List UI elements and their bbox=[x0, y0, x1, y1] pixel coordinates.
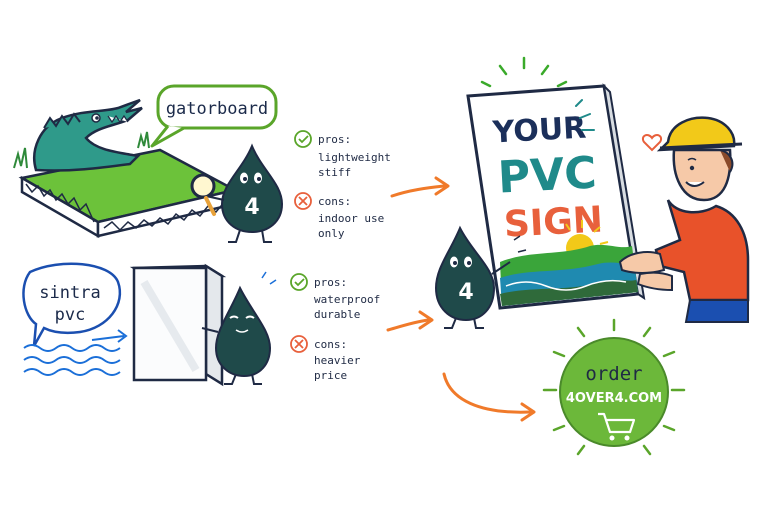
gatorboard-cons-heading: cons: bbox=[318, 195, 351, 208]
sintra-cons-item: heavier bbox=[314, 354, 361, 367]
mascot-with-magnifier: 4 bbox=[190, 143, 284, 243]
magnifier-icon bbox=[190, 173, 216, 199]
order-badge: order 4OVER4.COM bbox=[542, 318, 686, 456]
gatorboard-pros-item: stiff bbox=[318, 166, 351, 179]
sintra-pros-item: durable bbox=[314, 308, 360, 321]
sintra-pros-item: waterproof bbox=[314, 293, 380, 306]
sign-line1: YOUR bbox=[491, 111, 587, 151]
sintra-pros-cons: pros: waterproof durable cons: heavier p… bbox=[290, 273, 380, 382]
mascot-hugging-sheet bbox=[201, 271, 277, 385]
cross-icon bbox=[290, 335, 308, 353]
sintra-pros-heading: pros: bbox=[314, 276, 347, 289]
gatorboard-cons-item: indoor use bbox=[318, 212, 384, 225]
mascot-badge-3: 4 bbox=[458, 280, 473, 305]
pvc-sign-board: YOUR PVC SIGN bbox=[466, 56, 646, 310]
order-line1: order bbox=[585, 363, 642, 385]
arrow-to-sign-bottom bbox=[386, 310, 434, 332]
sintra-label-bubble: sintra pvc bbox=[22, 262, 122, 347]
gatorboard-pros-item: lightweight bbox=[318, 151, 391, 164]
arrow-to-sign-top bbox=[390, 176, 450, 198]
shopping-cart-icon bbox=[598, 412, 636, 441]
gatorboard-illustration bbox=[13, 98, 239, 239]
gatorboard-pros-cons: pros: lightweight stiff cons: indoor use… bbox=[294, 130, 391, 240]
sintra-cons-item: price bbox=[314, 369, 347, 382]
gatorboard-cons-item: only bbox=[318, 227, 345, 240]
check-icon bbox=[290, 273, 308, 291]
gatorboard-label-bubble: gatorboard bbox=[150, 84, 278, 148]
mascot-badge-1: 4 bbox=[244, 195, 259, 220]
happy-customer bbox=[618, 116, 750, 323]
sintra-cons-heading: cons: bbox=[314, 338, 347, 351]
order-line2: 4OVER4.COM bbox=[566, 391, 662, 406]
sign-line2: PVC bbox=[497, 147, 598, 203]
cross-icon bbox=[294, 192, 312, 210]
sintra-label-line1: sintra bbox=[39, 283, 100, 303]
water-waves bbox=[23, 329, 128, 376]
gatorboard-label: gatorboard bbox=[166, 99, 268, 119]
arrow-to-order bbox=[442, 372, 536, 422]
sintra-pvc-sheet bbox=[129, 263, 227, 387]
gatorboard-pros-heading: pros: bbox=[318, 133, 351, 146]
heart-icon bbox=[642, 134, 662, 152]
check-icon bbox=[294, 130, 312, 148]
sintra-label-line2: pvc bbox=[55, 305, 86, 325]
mascot-holding-sign: 4 bbox=[434, 225, 527, 329]
